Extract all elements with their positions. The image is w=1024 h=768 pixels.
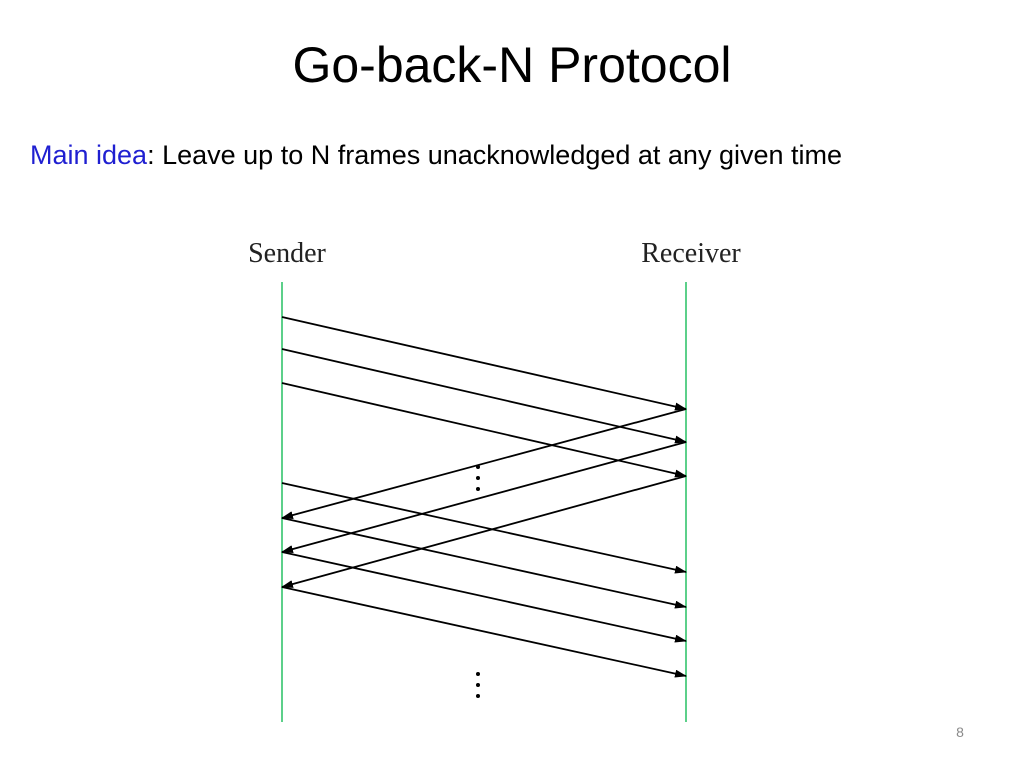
receiver-label: Receiver: [641, 238, 741, 269]
slide-title: Go-back-N Protocol: [292, 37, 732, 93]
frame-arrow-3: [281, 382, 687, 478]
ack-arrow-1: [281, 408, 687, 519]
frame-arrow-1: [281, 316, 687, 411]
continuation-dots-middle: [476, 465, 480, 491]
ack-arrow-3: [281, 475, 687, 588]
frame-arrow-6: [281, 551, 687, 643]
main-idea-separator: :: [147, 140, 163, 170]
main-idea-text: Leave up to N frames unacknowledged at a…: [162, 140, 842, 170]
sender-label: Sender: [248, 238, 326, 269]
page-number: 8: [956, 724, 964, 740]
frame-arrow-4: [281, 482, 687, 574]
main-idea-line: Main idea: Leave up to N frames unacknow…: [30, 136, 1010, 174]
main-idea-lead: Main idea: [30, 140, 148, 170]
frame-arrow-7: [281, 586, 687, 678]
continuation-dots-bottom: [476, 672, 480, 698]
frame-arrow-5: [281, 517, 687, 609]
